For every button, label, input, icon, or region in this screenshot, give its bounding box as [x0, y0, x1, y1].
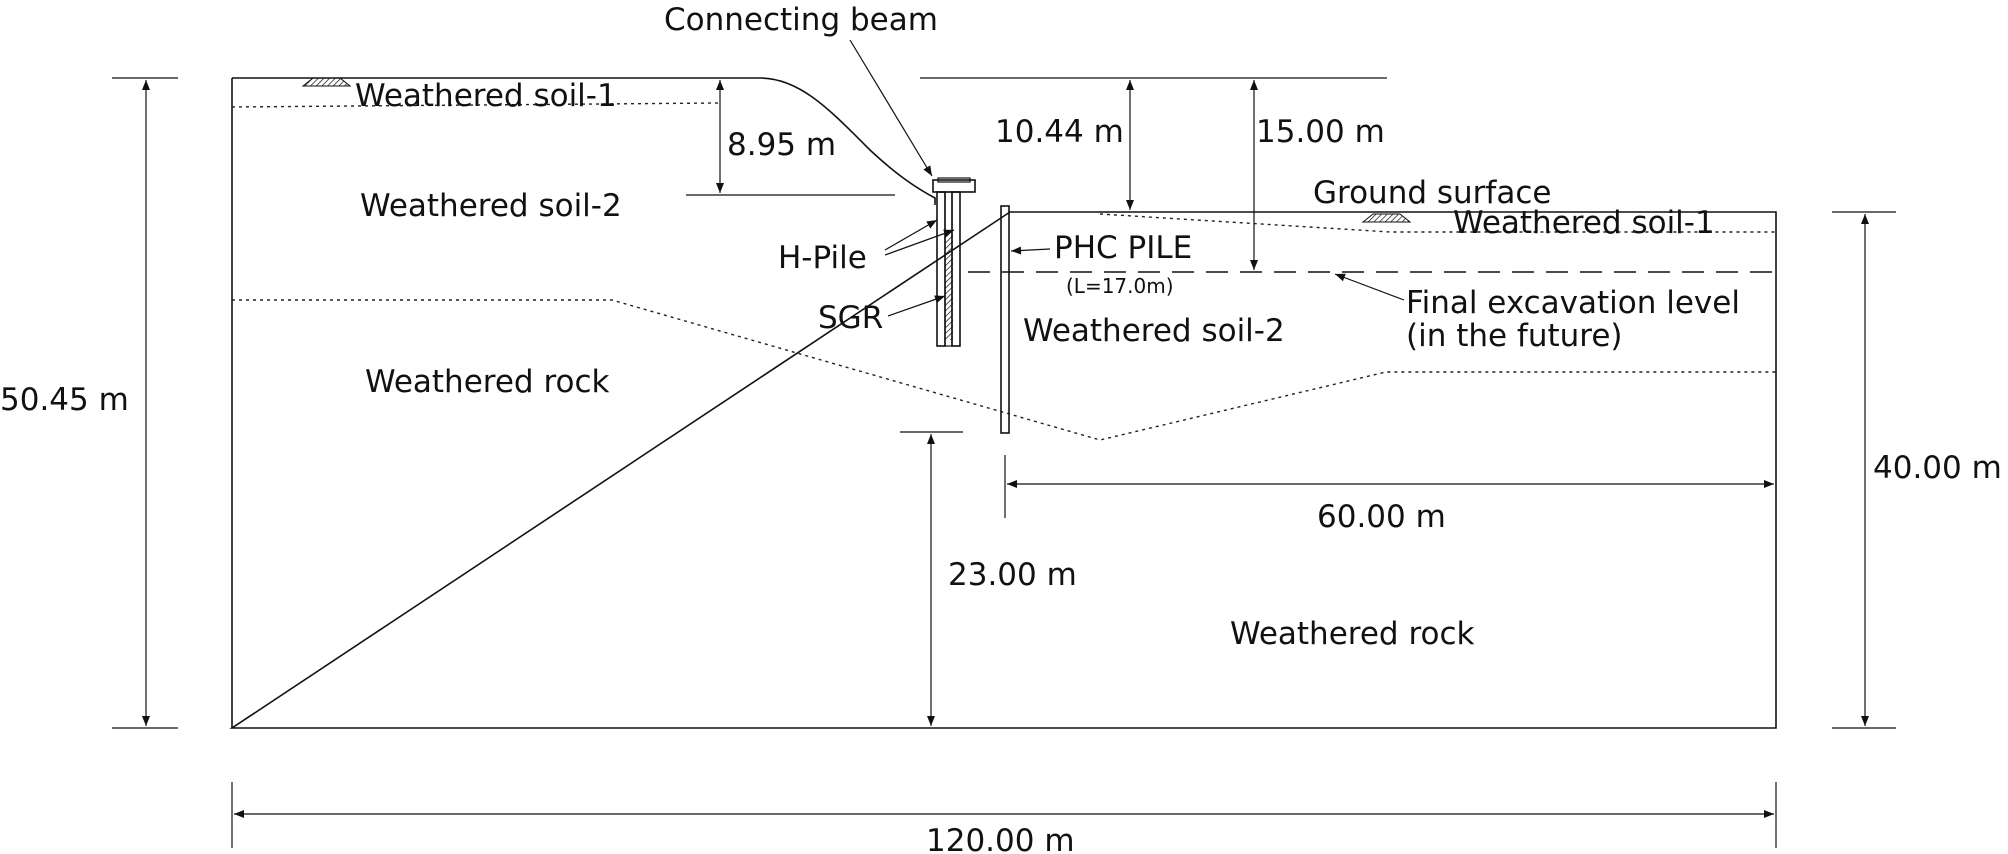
ground-marker-left — [301, 77, 352, 87]
label-weathered-soil-2-right: Weathered soil-2 — [1023, 313, 1285, 349]
dim-height-right-label: 40.00 m — [1873, 450, 2002, 486]
dim-pile-to-bottom-label: 23.00 m — [948, 557, 1077, 593]
leader-final-excavation — [1334, 273, 1405, 301]
leader-h-pile-1 — [884, 219, 938, 251]
dim-total-width-label: 120.00 m — [926, 823, 1075, 854]
label-phc-pile: PHC PILE — [1054, 230, 1192, 266]
h-pile-1 — [936, 191, 946, 347]
weathered-rock-boundary — [232, 299, 1776, 441]
model-boundary — [229, 77, 1777, 729]
dim-total-height-left-label: 50.45 m — [0, 382, 129, 418]
leader-sgr — [887, 295, 946, 317]
leader-h-pile-2 — [884, 229, 955, 256]
sgr-grout — [945, 230, 953, 340]
dim-depth-excavation-label: 15.00 m — [1256, 114, 1385, 150]
ground-marker-right — [1361, 213, 1412, 223]
label-weathered-rock-left: Weathered rock — [365, 364, 610, 400]
label-weathered-soil-1-left: Weathered soil-1 — [355, 78, 617, 114]
dim-width-right-label: 60.00 m — [1317, 499, 1446, 535]
label-weathered-soil-1-right: Weathered soil-1 — [1453, 205, 1715, 241]
leader-connecting-beam — [849, 39, 933, 177]
label-ground-surface: Ground surface — [1313, 175, 1551, 211]
leader-phc-pile — [1010, 246, 1051, 255]
label-weathered-soil-2-left: Weathered soil-2 — [360, 188, 622, 224]
connecting-beam-cap — [937, 177, 971, 183]
h-pile-2 — [951, 191, 961, 347]
dim-depth-right-ground-label: 10.44 m — [995, 114, 1124, 150]
label-final-excavation-2: (in the future) — [1406, 318, 1623, 354]
label-weathered-rock-right: Weathered rock — [1230, 616, 1475, 652]
dim-depth-left-upper-label: 8.95 m — [727, 127, 836, 163]
phc-pile — [1000, 205, 1010, 434]
weathered-soil-1-boundary-left — [231, 102, 721, 108]
label-connecting-beam: Connecting beam — [664, 2, 938, 38]
label-final-excavation-1: Final excavation level — [1406, 285, 1740, 321]
label-sgr: SGR — [818, 300, 883, 336]
weathered-soil-1-boundary-right — [1099, 213, 1776, 233]
label-h-pile: H-Pile — [778, 240, 867, 276]
label-phc-pile-length: (L=17.0m) — [1066, 274, 1174, 298]
